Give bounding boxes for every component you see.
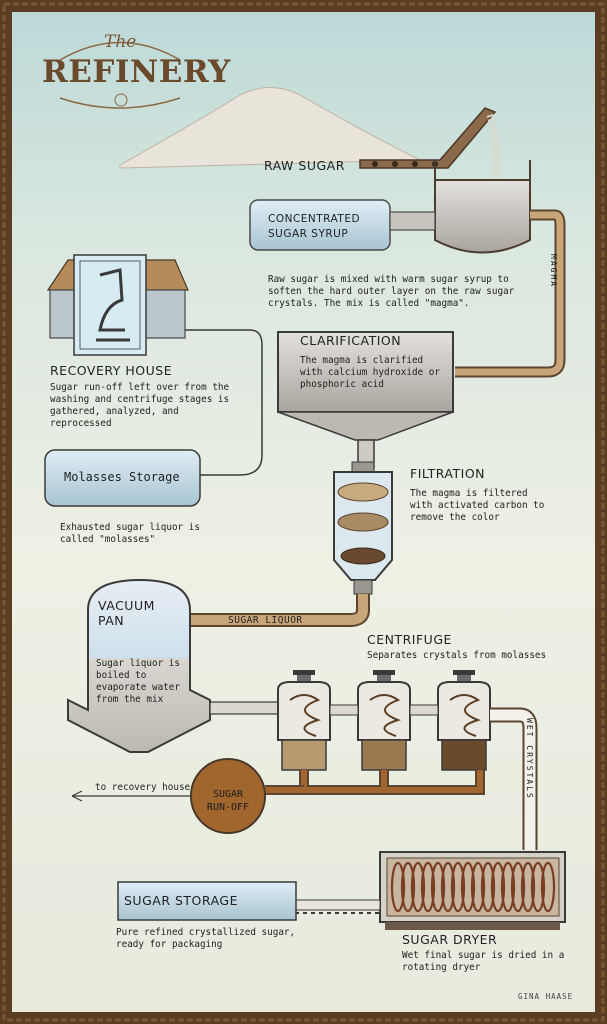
raw-sugar-pile <box>119 87 421 169</box>
poster-canvas: The REFINERY RAW SUGAR CONCENTRATED SUGA… <box>12 12 595 1012</box>
dryer-coil <box>390 861 406 913</box>
dryer-description: Wet final sugar is dried in a rotating d… <box>402 950 565 973</box>
magma-pipe-label: MAGMA <box>549 254 558 289</box>
to-recovery-label: to recovery house <box>95 782 191 793</box>
sugar-storage-label: SUGAR STORAGE <box>124 893 238 908</box>
dryer-coil <box>410 861 426 913</box>
runoff-pipe <box>301 770 483 793</box>
dryer-coil <box>530 861 546 913</box>
sugar-storage-tank <box>117 881 297 921</box>
sugar-liquor-label: SUGAR LIQUOR <box>228 615 303 626</box>
molasses-storage-label: Molasses Storage <box>64 470 180 484</box>
vacuum-to-centrifuge-pipe <box>209 701 279 715</box>
recovery-cable <box>185 329 263 476</box>
title-the: The <box>104 32 137 52</box>
raw-sugar-label: RAW SUGAR <box>264 158 345 173</box>
refinery-diagram <box>44 41 566 930</box>
sugar-dryer <box>379 851 566 930</box>
wet-crystals-label: WET CRYSTALS <box>525 718 534 800</box>
sugar-liquor-pipe <box>190 594 368 625</box>
dryer-coil <box>400 861 416 913</box>
dryer-coil <box>430 861 446 913</box>
sugar-runoff-tank <box>190 758 266 834</box>
filtration-description: The magma is filtered with activated car… <box>410 488 545 523</box>
dryer-coil <box>470 861 486 913</box>
molasses-tank <box>44 449 201 507</box>
sugar-dryer-label: SUGAR DRYER <box>402 932 498 947</box>
dryer-coil <box>490 861 506 913</box>
sugar-runoff-label: SUGAR RUN-OFF <box>206 789 250 813</box>
clarification-tank <box>277 331 454 469</box>
dryer-coil <box>540 861 556 913</box>
centrifuge-label: CENTRIFUGE <box>367 632 452 647</box>
dryer-coil <box>510 861 526 913</box>
title-banner <box>59 41 181 109</box>
syrup-tank <box>249 199 436 251</box>
mix-description: Raw sugar is mixed with warm sugar syrup… <box>268 274 515 309</box>
clarification-label: CLARIFICATION <box>300 333 402 348</box>
concentrated-syrup-label: CONCENTRATED SUGAR SYRUP <box>268 213 361 240</box>
filtration-label: FILTRATION <box>410 466 486 481</box>
vacuum-description: Sugar liquor is boiled to evaporate wate… <box>96 658 180 705</box>
storage-conveyor <box>294 899 381 914</box>
recovery-house-label: RECOVERY HOUSE <box>50 363 173 378</box>
centrifuge-description: Separates crystals from molasses <box>367 650 547 661</box>
mixing-tank <box>434 160 531 254</box>
filtration-column <box>333 461 393 595</box>
dryer-coil <box>520 861 536 913</box>
dryer-coil <box>440 861 456 913</box>
dryer-coil <box>420 861 436 913</box>
vacuum-pan-label: VACUUM PAN <box>98 598 155 628</box>
recovery-description: Sugar run-off left over from the washing… <box>50 382 230 429</box>
dryer-coil <box>500 861 516 913</box>
dryer-coil <box>460 861 476 913</box>
title-refinery: REFINERY <box>42 54 231 90</box>
recovery-house-building <box>46 254 189 356</box>
dryer-coil <box>480 861 496 913</box>
molasses-description: Exhausted sugar liquor is called "molass… <box>60 522 200 545</box>
centrifuge-units <box>277 670 491 771</box>
wet-crystals-pipe <box>490 709 536 850</box>
vacuum-pan <box>67 578 211 753</box>
to-recovery-arrow <box>71 790 190 802</box>
artist-signature: GINA HAASE <box>518 992 574 1001</box>
dryer-coil <box>450 861 466 913</box>
conveyor-belt <box>359 107 501 191</box>
clarification-description: The magma is clarified with calcium hydr… <box>300 355 440 390</box>
storage-description: Pure refined crystallized sugar, ready f… <box>116 927 296 950</box>
